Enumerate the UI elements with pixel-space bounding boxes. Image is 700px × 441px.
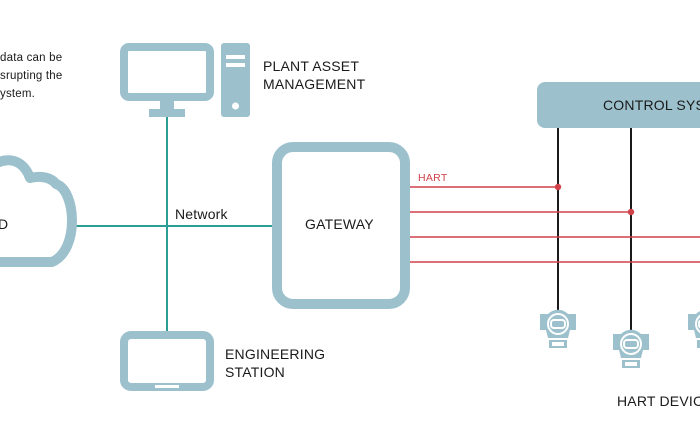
tablet-icon xyxy=(120,331,214,391)
hart-device-icon xyxy=(688,311,700,348)
intro-text-line-3: ystem. xyxy=(0,88,36,100)
junction-dot-1 xyxy=(554,183,562,191)
junction-dot-2 xyxy=(627,208,635,216)
gateway-label: GATEWAY xyxy=(305,216,374,232)
cloud-label: D xyxy=(0,216,9,232)
hart-devices-label: HART DEVIC xyxy=(617,393,700,409)
plant-asset-label-line-1: PLANT ASSET xyxy=(263,58,360,74)
plant-asset-label-line-2: MANAGEMENT xyxy=(263,76,366,92)
gateway-box xyxy=(272,142,410,309)
desktop-monitor-icon xyxy=(120,43,214,117)
network-label: Network xyxy=(175,206,228,222)
cloud-icon xyxy=(0,155,77,267)
engineering-label-line-1: ENGINEERING xyxy=(225,346,326,362)
computer-tower-icon xyxy=(221,43,250,117)
hart-device-icon xyxy=(613,329,649,368)
hart-device-icon xyxy=(540,309,576,348)
hart-signal-label: HART xyxy=(418,172,448,184)
engineering-label-line-2: STATION xyxy=(225,364,285,380)
intro-text-line-1: data can be xyxy=(0,52,63,64)
control-system-label: CONTROL SYS xyxy=(603,97,700,113)
control-system-box xyxy=(537,82,700,128)
intro-text-line-2: srupting the xyxy=(0,70,63,82)
